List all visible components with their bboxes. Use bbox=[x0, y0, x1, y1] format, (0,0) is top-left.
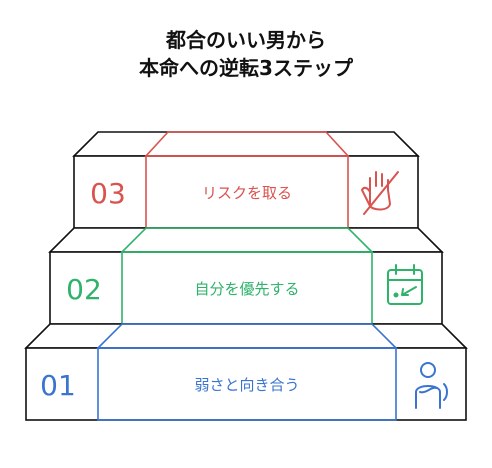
step-01: 01 弱さと向き合う bbox=[24, 323, 468, 421]
step-01-number: 01 bbox=[40, 369, 76, 402]
step-03-label: リスクを取る bbox=[202, 184, 292, 202]
person-reflect-icon bbox=[415, 362, 448, 409]
calendar-icon bbox=[387, 264, 423, 305]
diagram-title: 都合のいい男から 本命への逆転3ステップ bbox=[0, 26, 492, 82]
step-03-top-surface bbox=[72, 131, 420, 157]
title-line-2: 本命への逆転3ステップ bbox=[139, 56, 353, 80]
hand-slash-icon bbox=[361, 171, 399, 215]
step-01-top-surface bbox=[24, 323, 468, 349]
step-03-number: 03 bbox=[90, 177, 126, 210]
step-02-label: 自分を優先する bbox=[194, 280, 299, 298]
step-01-highlight-front bbox=[97, 347, 397, 421]
step-02-top-surface bbox=[48, 227, 444, 253]
step-01-label: 弱さと向き合う bbox=[194, 376, 299, 394]
step-03: 03 リスクを取る bbox=[72, 131, 420, 229]
step-02-front bbox=[49, 251, 443, 325]
step-02-number: 02 bbox=[66, 273, 102, 306]
step-02: 02 自分を優先する bbox=[48, 227, 444, 325]
title-line-1: 都合のいい男から bbox=[166, 28, 326, 52]
